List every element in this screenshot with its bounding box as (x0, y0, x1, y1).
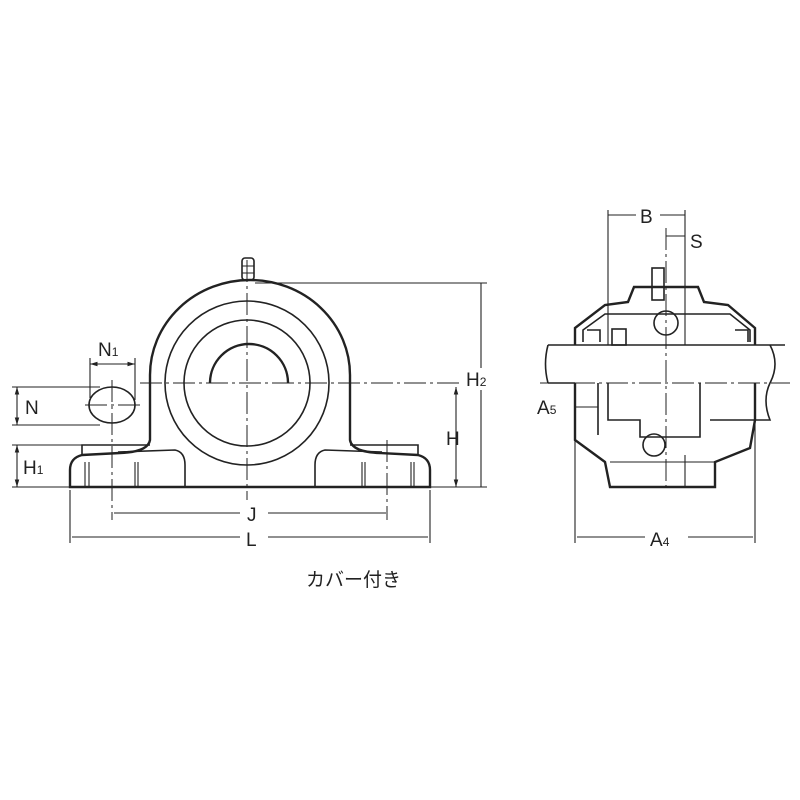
inner-ring-lower (597, 383, 701, 438)
h-extension-lines (255, 282, 487, 488)
housing-outline (68, 278, 432, 489)
grease-nipple-detail (242, 265, 254, 274)
label-h1: H1 (23, 458, 44, 479)
label-h: H (446, 429, 460, 450)
l-extension-lines (69, 490, 431, 543)
label-n: N (25, 398, 39, 419)
label-j: J (247, 505, 257, 526)
label-n1: N1 (98, 340, 119, 361)
front-view: N1 N H1 H H2 J L (12, 257, 487, 551)
base-boss-left (117, 449, 186, 487)
shaft (544, 344, 785, 384)
label-h2: H2 (466, 370, 487, 391)
bolt-hole-centerlines (85, 380, 140, 520)
cover-inner-top (582, 313, 751, 342)
housing-lower (573, 383, 757, 489)
label-a4: A4 (650, 530, 670, 551)
bolt-slot-marks (84, 462, 415, 487)
label-a5: A5 (537, 398, 557, 419)
b-extension-lines (607, 210, 686, 345)
bore-half-circle (208, 342, 290, 384)
grease-nipple (241, 257, 255, 281)
grease-nipple-side (651, 267, 665, 301)
n-extension-lines (12, 386, 100, 426)
shaft-end (710, 344, 776, 421)
caption-with-cover: カバー付き (306, 569, 401, 591)
h1-extension-lines (12, 444, 82, 488)
ball-bottom (642, 433, 666, 457)
set-screw (611, 328, 627, 346)
a4-extension-lines (574, 420, 756, 543)
housing-base-lines (610, 455, 715, 487)
label-s: S (690, 232, 703, 253)
side-view: B S A5 A4 (537, 207, 790, 551)
base-boss-right (314, 449, 383, 487)
seals (587, 329, 749, 342)
label-b: B (640, 207, 653, 228)
label-l: L (246, 530, 257, 551)
